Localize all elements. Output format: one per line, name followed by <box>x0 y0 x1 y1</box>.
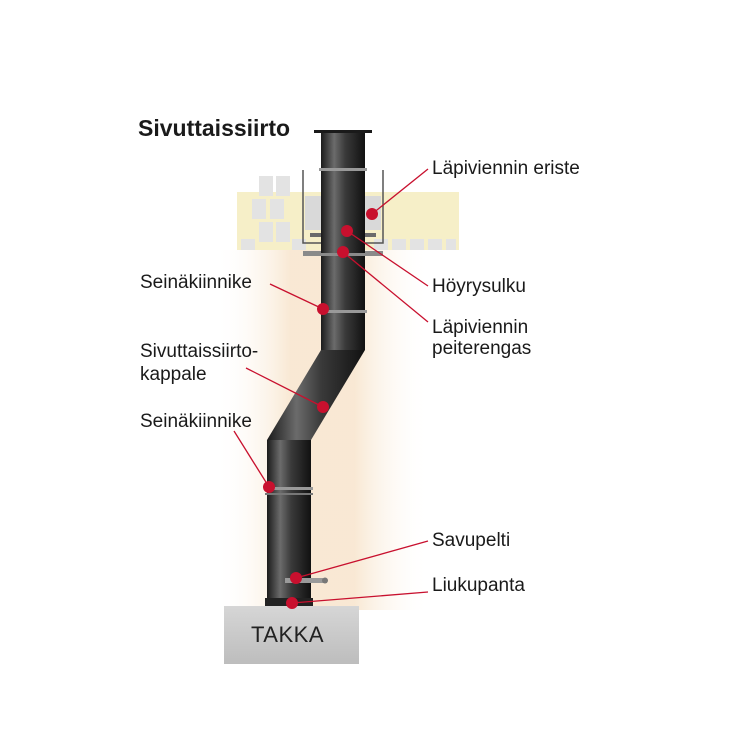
brick-wall <box>241 176 456 250</box>
label-savupelti: Savupelti <box>432 530 511 551</box>
marker-liukupanta <box>286 597 298 609</box>
fireplace-label: TAKKA <box>251 622 325 647</box>
marker-seinakiinnike-bottom <box>263 481 275 493</box>
top-cap <box>314 130 372 133</box>
markers <box>263 208 378 609</box>
diagram-title: Sivuttaissiirto <box>138 115 291 141</box>
marker-sivuttaissiirto-kappale <box>317 401 329 413</box>
label-seinakiinnike-top: Seinäkiinnike <box>140 272 252 293</box>
label-sivuttaissiirto-kappale-line1: Sivuttaissiirto- <box>140 341 259 362</box>
label-seinakiinnike-bottom: Seinäkiinnike <box>140 411 252 432</box>
label-sivuttaissiirto-kappale-line2: kappale <box>140 364 207 385</box>
marker-savupelti <box>290 572 302 584</box>
label-hoyrysulku: Höyrysulku <box>432 276 526 297</box>
marker-peiterengas <box>337 246 349 258</box>
marker-hoyrysulku <box>341 225 353 237</box>
fireplace-base <box>224 606 359 664</box>
label-lapiviennin-peiterengas-line2: peiterengas <box>432 338 532 359</box>
damper-handle <box>285 577 328 584</box>
marker-lapiviennin-eriste <box>366 208 378 220</box>
label-lapiviennin-peiterengas-line1: Läpiviennin <box>432 317 529 338</box>
chimney-pipe <box>265 133 367 600</box>
label-liukupanta: Liukupanta <box>432 575 525 596</box>
label-lapiviennin-eriste: Läpiviennin eriste <box>432 158 580 179</box>
marker-seinakiinnike-top <box>317 303 329 315</box>
leader-lines <box>233 168 429 604</box>
